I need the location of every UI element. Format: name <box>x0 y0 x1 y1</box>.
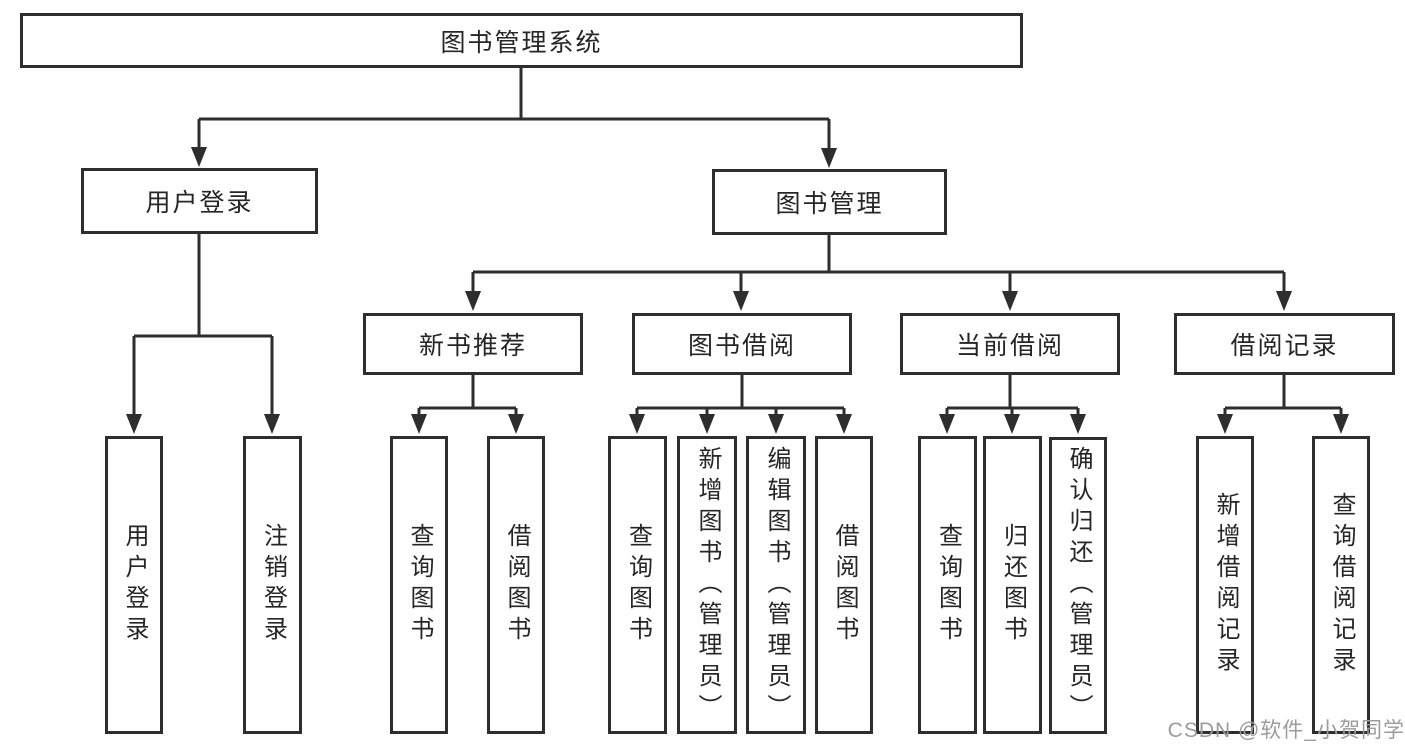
leaf-current-query-books: 查询图书 <box>918 436 977 734</box>
leaf-add-borrow-record-label: 新增借阅记录 <box>1212 492 1239 678</box>
node-borrow-records: 借阅记录 <box>1174 313 1395 375</box>
leaf-borrow-books-label: 借阅图书 <box>831 523 858 647</box>
leaf-current-query-books-label: 查询图书 <box>934 523 962 647</box>
node-book-management: 图书管理 <box>712 169 947 235</box>
leaf-add-books-admin: 新增图书（管理员） <box>677 436 737 734</box>
connector-root-to-level2 <box>191 68 837 168</box>
node-new-book-recommend-label: 新书推荐 <box>418 332 527 360</box>
leaf-recommend-borrow-books: 借阅图书 <box>487 436 545 734</box>
node-book-borrow-label: 图书借阅 <box>687 332 796 360</box>
node-borrow-records-label: 借阅记录 <box>1230 332 1339 360</box>
node-new-book-recommend: 新书推荐 <box>363 313 583 375</box>
leaf-confirm-return-admin-label: 确认归还（管理员） <box>1065 446 1092 725</box>
node-user-login: 用户登录 <box>81 168 318 234</box>
leaf-logout-label: 注销登录 <box>259 523 287 647</box>
leaf-recommend-borrow-books-label: 借阅图书 <box>503 523 530 647</box>
connector-book-management-to-level3 <box>465 234 1292 311</box>
node-library-management-system-label: 图书管理系统 <box>440 28 603 57</box>
leaf-return-books-label: 归还图书 <box>999 523 1027 647</box>
leaf-recommend-query-books-label: 查询图书 <box>406 523 433 647</box>
node-book-management-label: 图书管理 <box>775 190 884 218</box>
leaf-user-login-label: 用户登录 <box>121 523 148 647</box>
connector-user-login-to-leaves <box>126 233 280 434</box>
leaf-recommend-query-books: 查询图书 <box>390 436 448 734</box>
connector-new-book-recommend-to-leaves <box>411 374 524 434</box>
watermark: CSDN @软件_小贺同学 <box>1167 719 1405 742</box>
leaf-edit-books-admin-label: 编辑图书（管理员） <box>763 445 790 725</box>
leaf-query-borrow-record-label: 查询借阅记录 <box>1328 492 1355 678</box>
leaf-edit-books-admin: 编辑图书（管理员） <box>746 436 806 734</box>
node-current-borrow: 当前借阅 <box>900 313 1120 375</box>
leaf-confirm-return-admin: 确认归还（管理员） <box>1049 437 1107 734</box>
leaf-logout: 注销登录 <box>243 436 302 734</box>
node-user-login-label: 用户登录 <box>145 189 254 217</box>
leaf-user-login: 用户登录 <box>105 436 163 734</box>
connector-current-borrow-to-leaves <box>939 374 1086 434</box>
leaf-borrow-query-books: 查询图书 <box>608 436 667 734</box>
leaf-borrow-query-books-label: 查询图书 <box>624 523 652 647</box>
node-library-management-system: 图书管理系统 <box>20 13 1023 68</box>
leaf-query-borrow-record: 查询借阅记录 <box>1312 436 1370 734</box>
leaf-add-borrow-record: 新增借阅记录 <box>1196 436 1254 734</box>
node-current-borrow-label: 当前借阅 <box>955 332 1064 360</box>
connector-book-borrow-to-leaves <box>629 374 852 434</box>
leaf-add-books-admin-label: 新增图书（管理员） <box>694 445 721 725</box>
leaf-return-books: 归还图书 <box>983 436 1042 734</box>
node-book-borrow: 图书借阅 <box>632 313 852 375</box>
connector-borrow-records-to-leaves <box>1217 374 1349 434</box>
leaf-borrow-books: 借阅图书 <box>815 436 873 734</box>
